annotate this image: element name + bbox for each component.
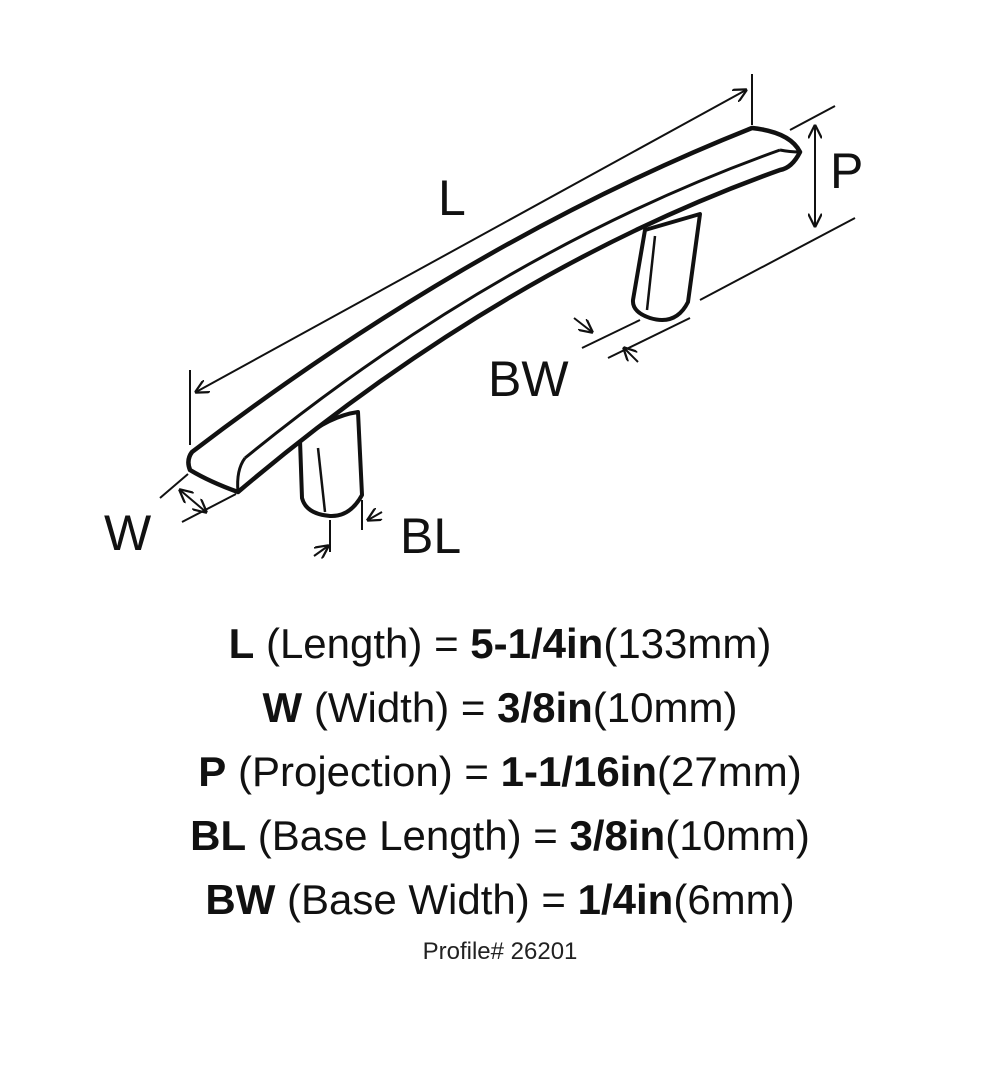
spec-imperial: 5-1/4in: [470, 620, 604, 667]
base-width-label: BW: [488, 351, 569, 407]
length-dimension: [189, 74, 753, 445]
base-length-label: BL: [400, 508, 461, 564]
profile-number: Profile# 26201: [422, 938, 578, 965]
spec-base-width: BW (Base Width) = 1/4in(6mm): [0, 868, 1000, 932]
spec-imperial: 1-1/16in: [500, 748, 658, 795]
width-dimension: [159, 473, 237, 523]
spec-name: (Base Width) =: [275, 876, 578, 923]
specifications-list: L (Length) = 5-1/4in(133mm) W (Width) = …: [0, 612, 1000, 932]
spec-imperial: 3/8in: [569, 812, 666, 859]
spec-code: BL: [190, 812, 247, 859]
spec-code: P: [198, 748, 227, 795]
spec-width: W (Width) = 3/8in(10mm): [0, 676, 1000, 740]
base-width-dimension: [573, 317, 691, 363]
base-length-dimension: [313, 500, 383, 556]
spec-imperial: 1/4in: [577, 876, 674, 923]
spec-code: L: [228, 620, 255, 667]
spec-imperial: 3/8in: [497, 684, 593, 731]
length-label: L: [438, 170, 466, 226]
spec-name: (Width) =: [302, 684, 498, 731]
spec-projection: P (Projection) = 1-1/16in(27mm): [0, 740, 1000, 804]
projection-label: P: [830, 143, 863, 199]
spec-code: BW: [205, 876, 276, 923]
spec-metric: (133mm): [603, 620, 772, 667]
spec-metric: (27mm): [657, 748, 802, 795]
spec-name: (Projection) =: [226, 748, 501, 795]
spec-code: W: [262, 684, 303, 731]
right-post: [630, 212, 702, 322]
projection-dimension: [699, 105, 856, 301]
spec-metric: (6mm): [673, 876, 795, 923]
spec-metric: (10mm): [592, 684, 738, 731]
spec-length: L (Length) = 5-1/4in(133mm): [0, 612, 1000, 676]
spec-name: (Base Length) =: [246, 812, 570, 859]
handle-bar: [186, 125, 803, 495]
spec-base-length: BL (Base Length) = 3/8in(10mm): [0, 804, 1000, 868]
spec-name: (Length) =: [254, 620, 471, 667]
handle-diagram: L P BW W BL: [104, 74, 863, 564]
spec-metric: (10mm): [665, 812, 810, 859]
width-label: W: [104, 505, 152, 561]
